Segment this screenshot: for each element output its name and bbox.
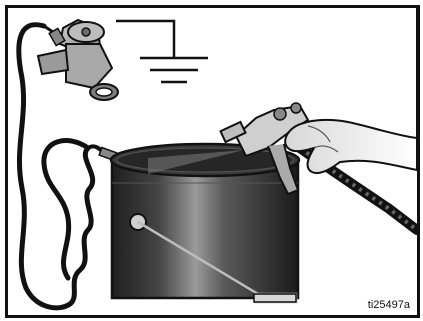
figure-id-label: ti25497a: [366, 299, 411, 311]
pail-ground-cord: [41, 138, 118, 281]
grounding-cord: [16, 22, 95, 311]
water-faucet-icon: [36, 18, 119, 101]
hand-illustration: [284, 8, 417, 174]
metal-pail-icon: [109, 142, 301, 304]
illustration-frame: ti25497a: [5, 5, 420, 318]
ground-wire: [116, 19, 176, 58]
electrical-ground-icon: [140, 56, 208, 84]
grounding-illustration: [16, 8, 417, 311]
spray-mist: [148, 150, 244, 174]
